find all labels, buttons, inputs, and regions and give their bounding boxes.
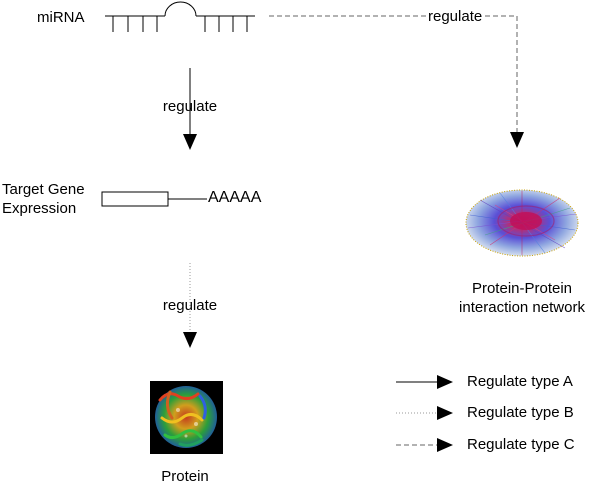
legend-line-b	[396, 406, 453, 420]
mirna-structure	[105, 1, 255, 32]
arrowhead-c	[510, 132, 524, 148]
edge-c-label: regulate	[426, 8, 485, 26]
edge-mirna-to-target	[183, 68, 197, 150]
legend-line-c	[396, 438, 453, 452]
legend-line-a	[396, 375, 453, 389]
network-label-line2: interaction network	[459, 299, 585, 316]
network-image	[465, 189, 579, 257]
legend-item-b-label: Regulate type B	[467, 404, 574, 421]
edge-target-to-protein	[183, 263, 197, 348]
protein-label: Protein	[161, 468, 209, 485]
arrowhead-b	[183, 332, 197, 348]
target-gene-structure	[101, 191, 207, 207]
legend-item-a-label: Regulate type A	[467, 373, 573, 390]
protein-structure-image	[150, 381, 223, 454]
target-gene-label-line1: Target Gene	[2, 181, 85, 198]
edge-b-label: regulate	[162, 297, 218, 314]
network-label-line1: Protein-Protein	[471, 280, 573, 297]
legend-item-c-label: Regulate type C	[467, 436, 575, 453]
mirna-tick-marks	[112, 16, 248, 32]
target-gene-box	[101, 191, 169, 207]
target-gene-label-line2: Expression	[2, 200, 77, 217]
edge-mirna-to-network	[269, 15, 524, 148]
arrowhead-a	[183, 134, 197, 150]
polya-tail-label: AAAAA	[208, 189, 262, 206]
mirna-label: miRNA	[37, 9, 85, 26]
legend-lines	[396, 375, 453, 452]
edge-a-label: regulate	[162, 98, 218, 115]
